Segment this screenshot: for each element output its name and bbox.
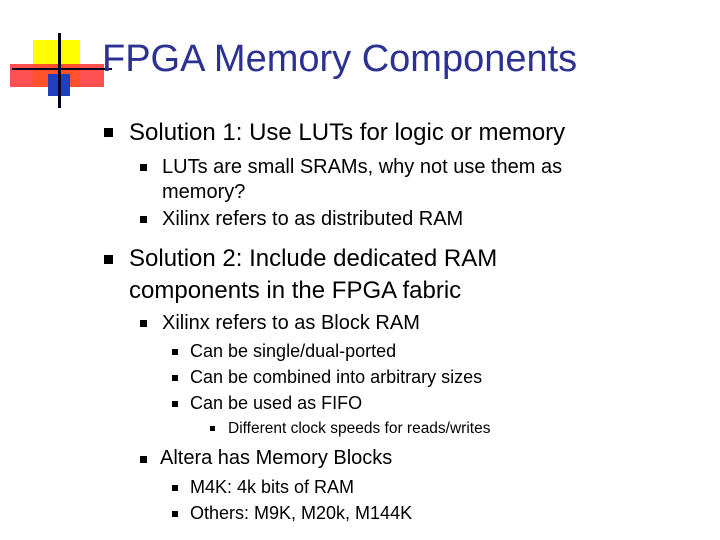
bullet-level3-arbitrary-sizes: Can be combined into arbitrary sizes <box>190 367 483 387</box>
bullet-square-icon <box>104 128 113 137</box>
bullet-square-icon <box>210 426 215 431</box>
bullet-level1-solution1: Solution 1: Use LUTs for logic or memory <box>129 119 566 146</box>
bullet-level3-single-dual-ported: Can be single/dual-ported <box>190 341 397 361</box>
bullet-level2-altera-memory-blocks: Altera has Memory Blocks <box>160 447 393 469</box>
title-decoration-vertical-line <box>58 33 61 108</box>
bullet-level1-solution2: Solution 2: Include dedicated RAM <box>129 245 498 272</box>
bullet-level2-luts-small-srams: LUTs are small SRAMs, why not use them a… <box>162 156 563 178</box>
title-decoration-horizontal-line <box>12 68 112 70</box>
bullet-square-icon <box>172 485 178 491</box>
bullet-square-icon <box>140 164 147 171</box>
bullet-square-icon <box>172 511 178 517</box>
bullet-square-icon <box>104 255 113 264</box>
bullet-level3-m4k: M4K: 4k bits of RAM <box>190 477 355 497</box>
bullet-square-icon <box>140 216 147 223</box>
bullet-square-icon <box>172 349 178 355</box>
slide-title: FPGA Memory Components <box>102 38 578 80</box>
bullet-square-icon <box>140 320 147 327</box>
bullet-level1-continuation: components in the FPGA fabric <box>129 277 462 304</box>
bullet-square-icon <box>140 456 147 463</box>
bullet-square-icon <box>172 401 178 407</box>
bullet-level3-fifo: Can be used as FIFO <box>190 393 363 413</box>
bullet-level2-block-ram: Xilinx refers to as Block RAM <box>162 312 420 334</box>
bullet-level2-distributed-ram: Xilinx refers to as distributed RAM <box>162 208 464 230</box>
bullet-square-icon <box>172 375 178 381</box>
bullet-level4-clock-speeds: Different clock speeds for reads/writes <box>228 420 491 437</box>
bullet-level2-continuation: memory? <box>162 181 246 203</box>
bullet-level3-others: Others: M9K, M20k, M144K <box>190 503 413 523</box>
